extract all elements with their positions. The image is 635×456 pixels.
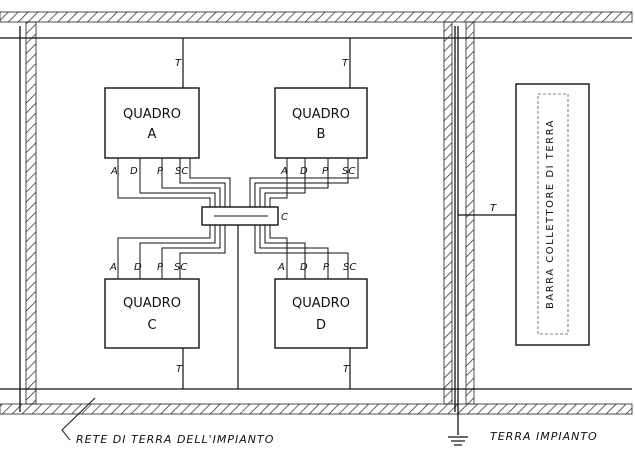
panel-b-title: QUADRO [292, 107, 350, 122]
panel-a-title: QUADRO [123, 107, 181, 122]
panel-b-terminal-d: D [300, 166, 308, 177]
panel-c-letter: C [147, 318, 156, 333]
wiring-bundles [117, 158, 359, 279]
panel-c-title: QUADRO [123, 296, 181, 311]
earth-electrode-icon [448, 436, 468, 446]
ground-bar-frame [515, 83, 590, 346]
panel-d-terminal-p: P [323, 262, 330, 273]
panel-a-terminal-p: P [157, 166, 164, 177]
panel-d: QUADRO D T A D P SC [274, 262, 368, 375]
earth-network-lines [0, 26, 632, 435]
panel-a: QUADRO A T A D P SC [104, 58, 200, 177]
ground-bar-tap: T [490, 203, 497, 214]
panel-a-letter: A [148, 127, 157, 142]
panel-b-terminal-sc: SC [342, 166, 355, 177]
building-walls [0, 11, 633, 415]
ground-bar: T BARRA COLLETTORE DI TERRA [458, 83, 590, 346]
ground-bar-label: BARRA COLLETTORE DI TERRA [545, 119, 556, 309]
wall-middle [443, 21, 453, 405]
connector-label: C [281, 212, 288, 223]
panel-b-box [274, 87, 368, 159]
panel-c-terminal-p: P [157, 262, 164, 273]
panel-b-terminal-p: P [322, 166, 329, 177]
panel-d-terminal-a: A [277, 262, 285, 273]
wall-right-inner [465, 21, 475, 405]
panel-c-terminal-d: D [134, 262, 142, 273]
network-caption: RETE DI TERRA DELL'IMPIANTO [76, 433, 274, 446]
panel-b: QUADRO B T A D P SC [274, 58, 368, 177]
panel-d-letter: D [316, 318, 326, 333]
panel-a-box [104, 87, 200, 159]
panel-c-box [104, 278, 200, 349]
captions: RETE DI TERRA DELL'IMPIANTO TERRA IMPIAN… [61, 397, 598, 446]
central-connector: C [201, 206, 288, 226]
panel-b-top-terminal: T [342, 58, 349, 69]
network-pointer [61, 397, 96, 441]
panel-d-box [274, 278, 368, 349]
panel-a-terminal-a: A [110, 166, 118, 177]
panel-c-terminal-sc: SC [174, 262, 187, 273]
panel-d-terminal-sc: SC [343, 262, 356, 273]
panel-d-terminal-d: D [300, 262, 308, 273]
panel-a-terminal-sc: SC [175, 166, 188, 177]
panel-c-bottom-terminal: T [176, 364, 183, 375]
wall-bottom [0, 403, 633, 415]
panel-b-letter: B [317, 127, 326, 142]
wall-left [25, 21, 37, 405]
panel-b-terminal-a: A [280, 166, 288, 177]
feed-lines [182, 38, 351, 389]
ground-bar-inner [537, 93, 569, 335]
panel-a-terminal-d: D [130, 166, 138, 177]
panel-a-top-terminal: T [175, 58, 182, 69]
earth-caption: TERRA IMPIANTO [490, 430, 598, 443]
panel-d-bottom-terminal: T [343, 364, 350, 375]
panel-c-terminal-a: A [109, 262, 117, 273]
panel-c: QUADRO C T A D P SC [104, 262, 200, 375]
wall-top [0, 11, 633, 23]
panel-d-title: QUADRO [292, 296, 350, 311]
